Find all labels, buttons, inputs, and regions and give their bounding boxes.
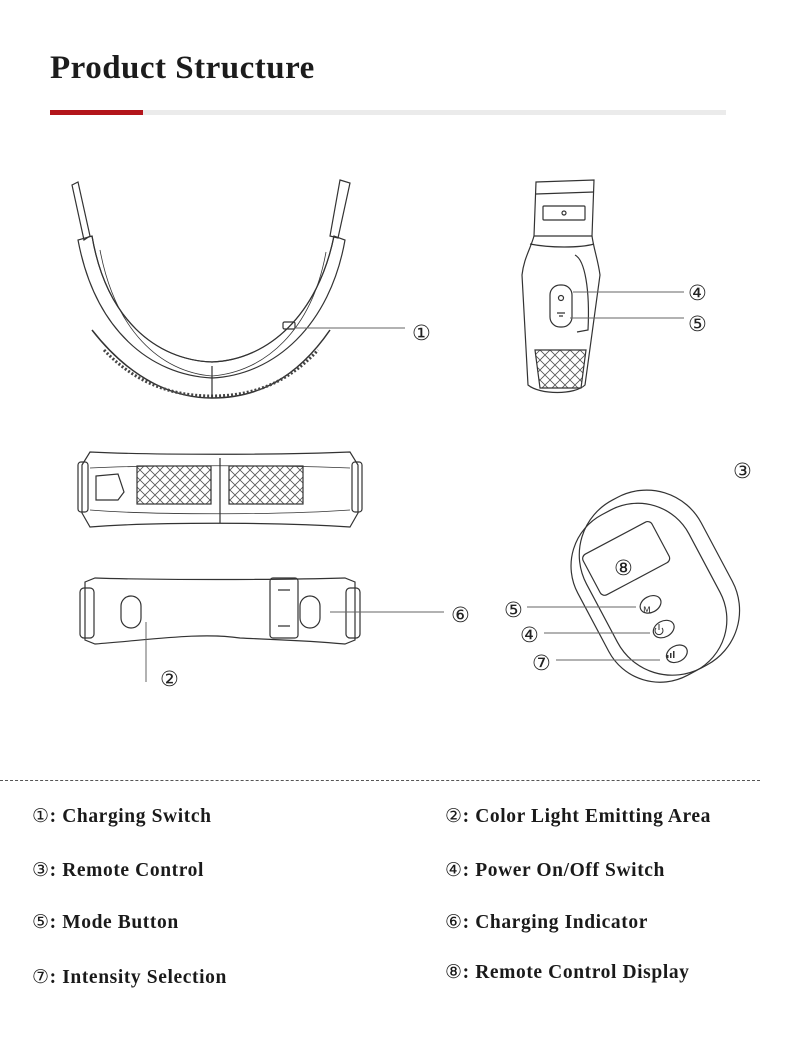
callout-7: ⑦: [532, 651, 660, 675]
title-accent-bar: [50, 110, 143, 115]
callout-1: ①: [294, 321, 431, 345]
legend-item-remote-display: ⑧: Remote Control Display: [445, 961, 690, 983]
device-top-view: [77, 451, 363, 528]
callout-6: ⑥: [330, 603, 470, 627]
title-underline: [50, 110, 726, 115]
remote-display-screen: [582, 520, 671, 596]
page-title: Product Structure: [50, 50, 315, 86]
legend-item-charging-switch: ①: Charging Switch: [32, 805, 212, 827]
callout-5-side: ⑤: [570, 312, 707, 336]
device-side-view: [521, 179, 601, 394]
callout-4-side: ④: [573, 281, 707, 305]
callout-number-4-side: ④: [688, 281, 707, 305]
remote-mode-button: [639, 594, 662, 614]
callout-number-3: ③: [733, 459, 752, 483]
mode-button-label: M: [643, 606, 651, 616]
remote-power-button: [652, 619, 675, 639]
section-divider: [0, 780, 760, 781]
callout-4-remote: ④: [520, 623, 650, 647]
callout-2: ②: [145, 622, 179, 691]
remote-intensity-button: [665, 644, 688, 664]
callout-number-5-side: ⑤: [688, 312, 707, 336]
product-diagram: ① ④ ⑤: [71, 179, 752, 691]
intensity-bars-icon: [667, 651, 675, 658]
callout-number-8: ⑧: [614, 556, 633, 580]
callout-number-1: ①: [412, 321, 431, 345]
device-front-view: [71, 179, 351, 399]
callout-number-5-remote: ⑤: [504, 598, 523, 622]
power-icon: [654, 624, 664, 636]
legend-item-mode-button: ⑤: Mode Button: [32, 911, 179, 933]
device-back-view: [79, 577, 361, 645]
legend-item-color-light-area: ②: Color Light Emitting Area: [445, 805, 712, 827]
callout-number-4-remote: ④: [520, 623, 539, 647]
legend-item-charging-indicator: ⑥: Charging Indicator: [445, 911, 648, 933]
legend-item-intensity-selection: ⑦: Intensity Selection: [32, 966, 227, 988]
callout-5-remote: ⑤: [504, 598, 636, 622]
callout-number-2: ②: [160, 667, 179, 691]
remote-control: [570, 489, 741, 683]
callout-number-7: ⑦: [532, 651, 551, 675]
legend-item-remote-control: ③: Remote Control: [32, 859, 205, 881]
legend-item-power-switch: ④: Power On/Off Switch: [445, 859, 665, 881]
callout-number-6: ⑥: [451, 603, 470, 627]
